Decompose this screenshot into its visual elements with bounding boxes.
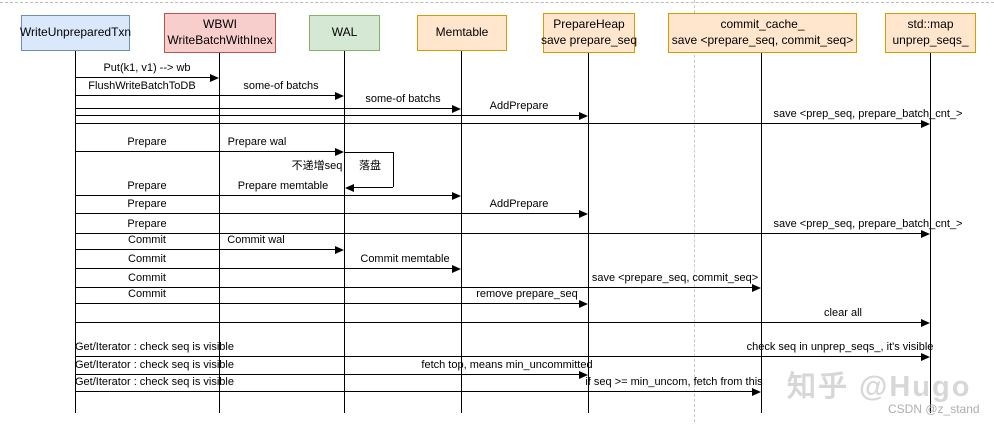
message-label: Get/Iterator : check seq is visible [75, 376, 234, 388]
message-label: Prepare [127, 218, 167, 230]
message-label: Get/Iterator : check seq is visible [75, 359, 234, 371]
participant-label: std::map [907, 17, 954, 32]
message-label: check seq in unprep_seqs_, it's visible [746, 341, 934, 353]
participant-label: WriteBatchWithInex [167, 33, 273, 47]
message-arrowhead [335, 92, 344, 100]
self-message-top [344, 152, 393, 153]
message-arrowhead [335, 246, 344, 254]
message-arrowhead [921, 230, 930, 238]
participant-label: commit_cache_ [720, 17, 805, 32]
message-label: AddPrepare [489, 100, 549, 112]
csdn-watermark: CSDN @z_stand [888, 402, 980, 416]
page-break-horizontal-line [0, 2, 994, 3]
message-label: Prepare memtable [237, 180, 329, 192]
message-label: Commit [128, 234, 166, 246]
self-message-side [393, 152, 394, 187]
participant-box-memtable: Memtable [417, 15, 507, 51]
message-label: Commit [128, 272, 166, 284]
participant-label: save <prepare_seq, commit_seq> [671, 33, 854, 47]
message-arrow-line [75, 322, 921, 323]
message-label: fetch top, means min_uncommitted [421, 359, 593, 371]
message-label: Prepare [127, 136, 167, 148]
message-arrowhead [210, 74, 219, 82]
participant-box-commit-cache: commit_cache_save <prepare_seq, commit_s… [668, 13, 857, 53]
message-arrowhead [921, 120, 930, 128]
message-arrow-line [75, 115, 579, 116]
participant-label: WriteUnpreparedTxn [19, 25, 132, 40]
message-arrow-line [75, 195, 452, 196]
message-label: remove prepare_seq [476, 288, 578, 300]
message-label: Get/Iterator : check seq is visible [75, 341, 234, 353]
message-arrow-line [75, 123, 921, 124]
message-label: Commit memtable [360, 253, 450, 265]
message-arrowhead [452, 105, 461, 113]
lifeline-memtable [461, 51, 462, 413]
message-arrowhead [921, 353, 930, 361]
participant-label: save prepare_seq [540, 33, 638, 47]
participant-label: unprep_seqs_ [892, 33, 969, 47]
page-break-vertical-line [694, 0, 695, 422]
participant-label: Memtable [435, 25, 489, 40]
message-label: clear all [824, 307, 862, 319]
message-arrow-line [75, 77, 210, 78]
message-arrow-line [75, 213, 579, 214]
message-label: save <prep_seq, prepare_batch_cnt_> [773, 108, 963, 120]
message-arrowhead [752, 388, 761, 396]
message-arrow-line [75, 95, 335, 96]
self-message-label: 落盘 [359, 159, 381, 172]
message-label: Put(k1, v1) --> wb [103, 62, 191, 74]
message-label: FlushWriteBatchToDB [88, 80, 196, 92]
message-label: save <prepare_seq, commit_seq> [591, 272, 759, 284]
message-arrow-line [75, 303, 579, 304]
message-arrowhead [452, 265, 461, 273]
message-arrow-line [75, 108, 452, 109]
message-label: Commit [128, 288, 166, 300]
self-message-label: 不递增seq [291, 159, 343, 172]
message-label: some-of batchs [243, 80, 319, 92]
message-arrowhead [579, 112, 588, 120]
message-arrow-line [75, 268, 452, 269]
participant-label: PrepareHeap [553, 17, 625, 32]
message-arrowhead [579, 371, 588, 379]
message-arrowhead [335, 148, 344, 156]
self-message-bottom [354, 187, 393, 188]
lifeline-write-unprepared-txn [75, 51, 76, 413]
lifeline-std-map-unprep-seqs [930, 53, 931, 413]
self-message-arrowhead [345, 184, 354, 192]
lifeline-wal [344, 51, 345, 413]
message-label: AddPrepare [489, 198, 549, 210]
participant-box-wal: WAL [309, 15, 380, 51]
message-arrow-line [75, 249, 335, 250]
message-arrow-line [75, 374, 579, 375]
message-label: Prepare [127, 198, 167, 210]
message-label: Commit wal [227, 234, 285, 246]
message-arrow-line [75, 151, 335, 152]
message-label: Prepare [127, 180, 167, 192]
message-arrowhead [921, 319, 930, 327]
message-arrow-line [75, 391, 752, 392]
message-label: some-of batchs [365, 93, 441, 105]
message-label: Commit [128, 253, 166, 265]
message-arrow-line [75, 287, 752, 288]
message-arrow-line [75, 356, 921, 357]
message-arrowhead [452, 192, 461, 200]
message-arrowhead [752, 284, 761, 292]
participant-box-write-unprepared-txn: WriteUnpreparedTxn [19, 15, 132, 51]
participant-label: WAL [331, 25, 358, 40]
message-label: save <prep_seq, prepare_batch_cnt_> [773, 218, 963, 230]
message-arrow-line [75, 233, 921, 234]
message-arrowhead [579, 210, 588, 218]
zhihu-watermark: 知乎 @Hugo [787, 371, 972, 403]
message-label: Prepare wal [227, 136, 287, 148]
message-label: if seq >= min_uncom, fetch from this [585, 376, 763, 388]
participant-label: WBWI [203, 17, 237, 32]
message-arrowhead [579, 300, 588, 308]
